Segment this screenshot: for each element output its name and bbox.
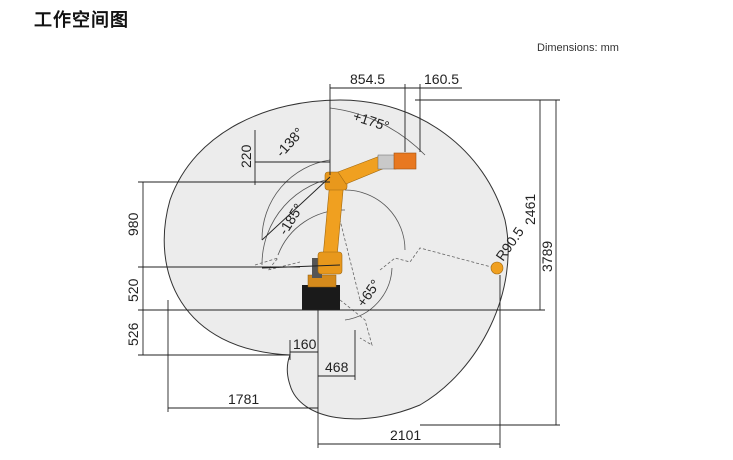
dim-160: 160 [293, 336, 317, 352]
robot-motor [312, 258, 322, 278]
dim-220: 220 [238, 144, 254, 168]
dim-520: 520 [125, 278, 141, 302]
reach-point [490, 261, 504, 275]
dashed-guide-left [254, 257, 301, 271]
dim-2101: 2101 [390, 427, 421, 443]
dim-468: 468 [325, 359, 349, 375]
robot-wrist [377, 154, 397, 170]
robot-shoulder [317, 251, 343, 275]
dim-854-5: 854.5 [350, 71, 385, 87]
inner-arc-right [344, 189, 406, 251]
units-label: Dimensions: mm [537, 42, 619, 54]
robot-base [302, 285, 340, 310]
inner-arc-175 [329, 107, 426, 156]
inner-arc-185 [261, 176, 341, 266]
inner-arc-65 [344, 267, 393, 321]
dim-160-5: 160.5 [424, 71, 459, 87]
dashed-guide-right [379, 247, 496, 271]
inner-arc-138 [261, 159, 331, 241]
dim-980: 980 [125, 212, 141, 236]
dim-1781: 1781 [228, 391, 259, 407]
robot-flange [393, 152, 417, 170]
dim-2461: 2461 [522, 194, 538, 225]
page-title: 工作空间图 [34, 10, 129, 31]
dim-3789: 3789 [539, 241, 555, 272]
dim-526: 526 [125, 322, 141, 346]
